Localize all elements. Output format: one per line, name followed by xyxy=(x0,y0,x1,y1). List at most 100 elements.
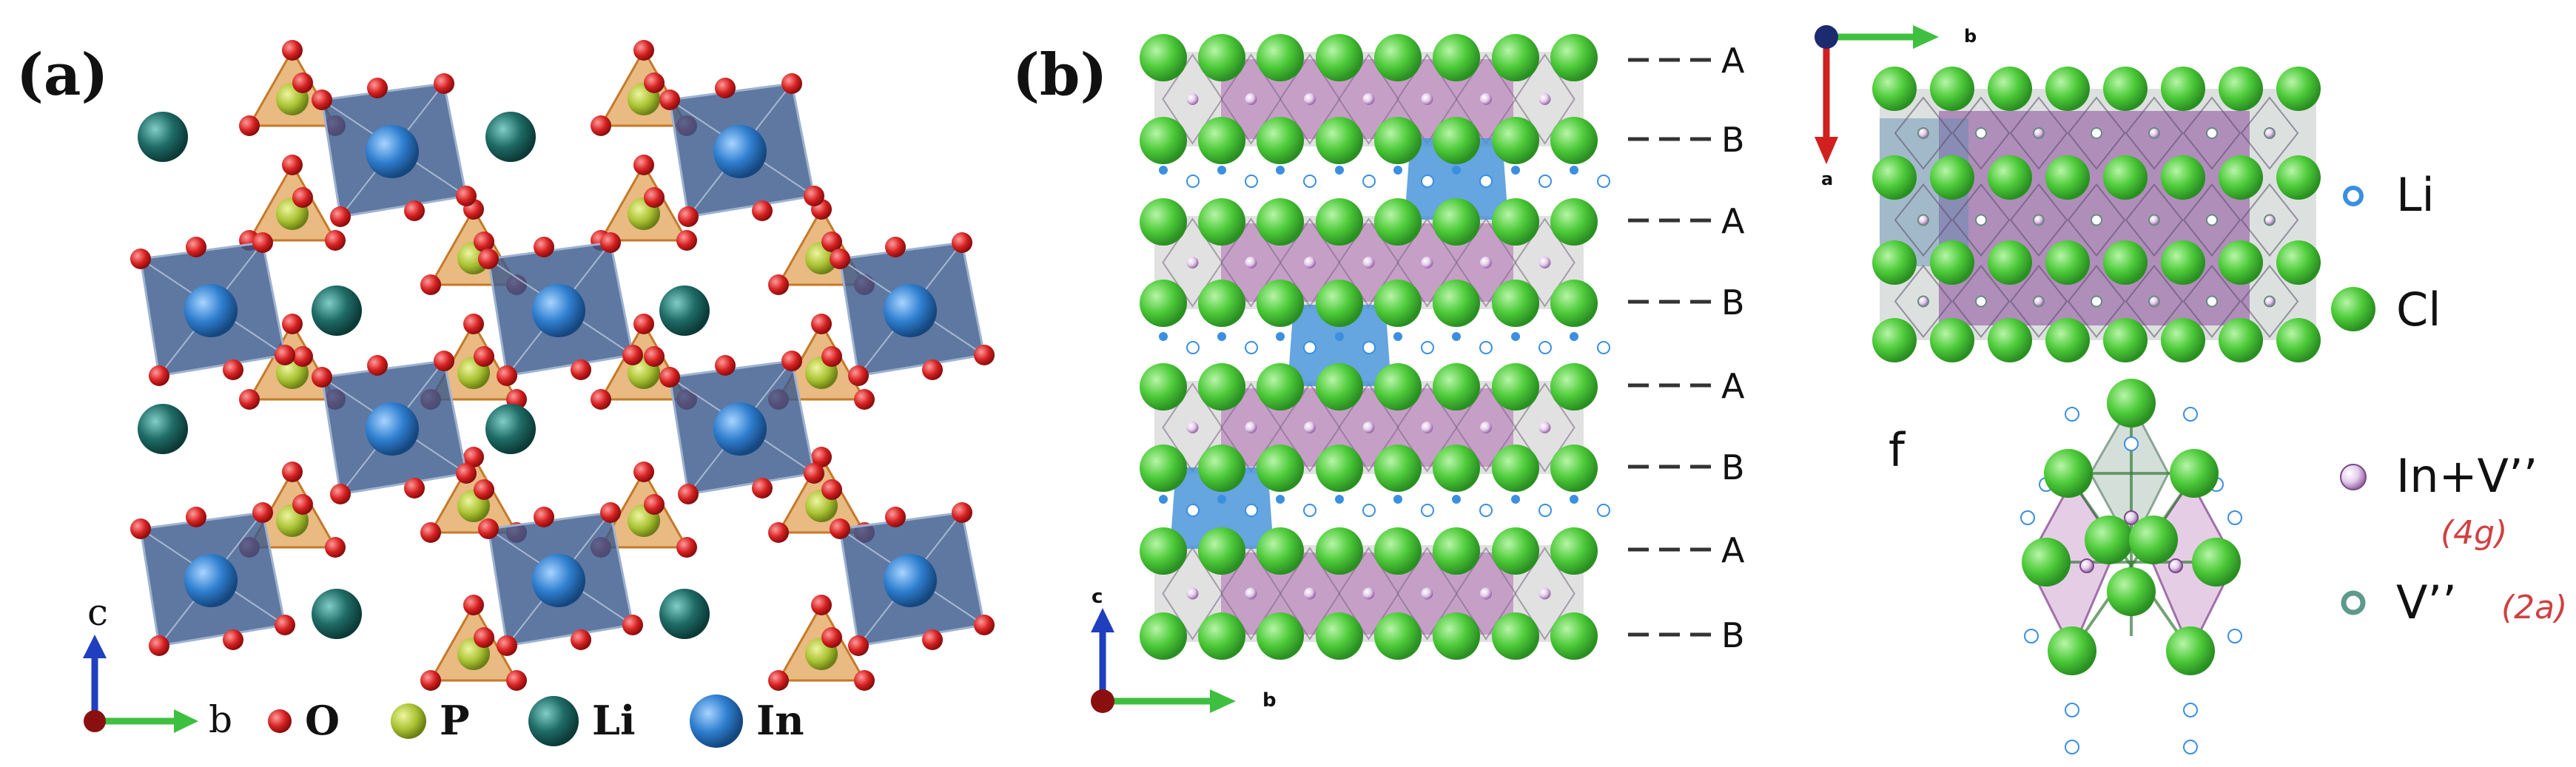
chlorine-atom xyxy=(2045,155,2090,200)
chlorine-atom xyxy=(1198,445,1245,492)
in-vacancy-site xyxy=(1245,257,1257,268)
lithium-site xyxy=(1362,504,1376,517)
oxygen-atom xyxy=(404,478,425,499)
chlorine-atom xyxy=(1257,198,1304,246)
in-vacancy-site xyxy=(1538,587,1551,600)
chlorine-atom xyxy=(1374,612,1422,660)
indium-atom xyxy=(884,284,937,337)
chlorine-atom xyxy=(1433,612,1480,660)
chlorine-atom xyxy=(1550,612,1598,660)
oxygen-atom xyxy=(420,522,441,543)
in-vacancy-site xyxy=(1480,587,1492,600)
chlorine-atom xyxy=(2276,155,2321,200)
oxygen-atom xyxy=(768,522,789,543)
oxygen-atom xyxy=(239,115,260,136)
chlorine-atom xyxy=(2129,516,2178,564)
oxygen-atom xyxy=(474,627,494,648)
panel-b-axis-c: c xyxy=(1092,586,1103,608)
lithium-site xyxy=(2183,703,2198,717)
lithium-site xyxy=(1276,166,1285,175)
chlorine-atom xyxy=(1374,117,1422,164)
lithium-site xyxy=(1421,341,1434,354)
lithium-site xyxy=(1597,175,1610,188)
chlorine-atom xyxy=(1872,318,1917,362)
li-octahedron xyxy=(1288,305,1391,386)
legend-b-v-label: V’’ xyxy=(2396,575,2457,629)
in-vacancy-site xyxy=(1304,93,1316,105)
oxygen-atom xyxy=(633,155,654,175)
lithium-site xyxy=(2020,510,2035,525)
panel-b-axis-b: b xyxy=(1262,689,1277,712)
oxygen-atom xyxy=(659,89,680,110)
chlorine-atom xyxy=(1316,198,1363,246)
lithium-site xyxy=(1452,495,1461,504)
in-vacancy-site xyxy=(1975,214,1987,226)
oxygen-atom xyxy=(821,232,842,252)
oxygen-atom xyxy=(130,518,151,539)
chlorine-atom xyxy=(1550,117,1598,164)
lithium-site xyxy=(1159,332,1168,341)
lithium-site xyxy=(2183,407,2198,422)
indium-atom xyxy=(713,125,767,178)
lithium-site xyxy=(1393,166,1402,175)
chlorine-atom xyxy=(2170,449,2219,498)
oxygen-atom xyxy=(715,355,736,376)
lithium-site xyxy=(1303,175,1316,188)
panel-b-top-view xyxy=(1872,67,2321,362)
legend-vacancy-icon xyxy=(2341,590,2366,615)
oxygen-atom xyxy=(885,507,906,527)
in-vacancy-site xyxy=(1421,422,1433,433)
in-vacancy-site xyxy=(1421,257,1433,268)
panel-a-label: (a) xyxy=(16,41,108,109)
lithium-site xyxy=(1217,495,1226,504)
panel-b-inset-cluster xyxy=(2020,379,2242,754)
oxygen-atom xyxy=(534,507,554,527)
oxygen-atom xyxy=(434,351,454,371)
oxygen-atom xyxy=(367,78,388,98)
indium-atom xyxy=(884,554,937,607)
oxygen-atom xyxy=(804,186,824,206)
legend-b-li-label: Li xyxy=(2396,168,2435,222)
lithium-atom xyxy=(485,112,536,162)
chlorine-atom xyxy=(1433,527,1480,575)
legend-in-label: In xyxy=(756,697,804,744)
chlorine-atom xyxy=(2044,449,2093,498)
in-vacancy-site xyxy=(1917,214,1929,226)
chlorine-atom xyxy=(1257,612,1304,660)
oxygen-atom xyxy=(922,629,943,650)
oxygen-atom xyxy=(325,537,346,558)
lithium-site xyxy=(1159,166,1168,175)
oxygen-atom xyxy=(420,670,441,691)
lithium-site xyxy=(1186,504,1200,517)
chlorine-atom xyxy=(1374,198,1422,246)
oxygen-atom xyxy=(456,186,477,206)
in-vacancy-site xyxy=(2148,127,2160,139)
chlorine-atom xyxy=(1198,280,1245,327)
lithium-site xyxy=(1303,504,1316,517)
chlorine-atom xyxy=(1140,280,1187,327)
chlorine-atom xyxy=(1988,318,2032,362)
oxygen-atom xyxy=(974,615,995,635)
chlorine-atom xyxy=(2192,538,2241,587)
lithium-site xyxy=(1511,166,1520,175)
oxygen-atom xyxy=(678,206,699,227)
legend-b-v-site: (2a) xyxy=(2501,589,2567,626)
oxygen-atom xyxy=(848,365,869,386)
oxygen-atom xyxy=(325,230,346,251)
in-vacancy-site xyxy=(2079,558,2094,573)
in-vacancy-site xyxy=(1362,422,1375,433)
in-vacancy-site xyxy=(2206,127,2218,139)
chlorine-atom xyxy=(2161,318,2205,362)
lithium-atom xyxy=(138,112,188,162)
oxygen-atom xyxy=(821,627,842,648)
indium-atom xyxy=(713,402,767,456)
oxygen-atom xyxy=(463,447,484,467)
chlorine-atom xyxy=(1550,445,1598,492)
indium-atom xyxy=(366,402,419,456)
lithium-site xyxy=(1186,341,1200,354)
in-vacancy-site xyxy=(1480,93,1492,105)
lithium-site xyxy=(2183,740,2198,754)
oxygen-atom xyxy=(633,314,654,334)
oxygen-atom xyxy=(804,463,824,484)
oxygen-atom xyxy=(282,314,303,334)
